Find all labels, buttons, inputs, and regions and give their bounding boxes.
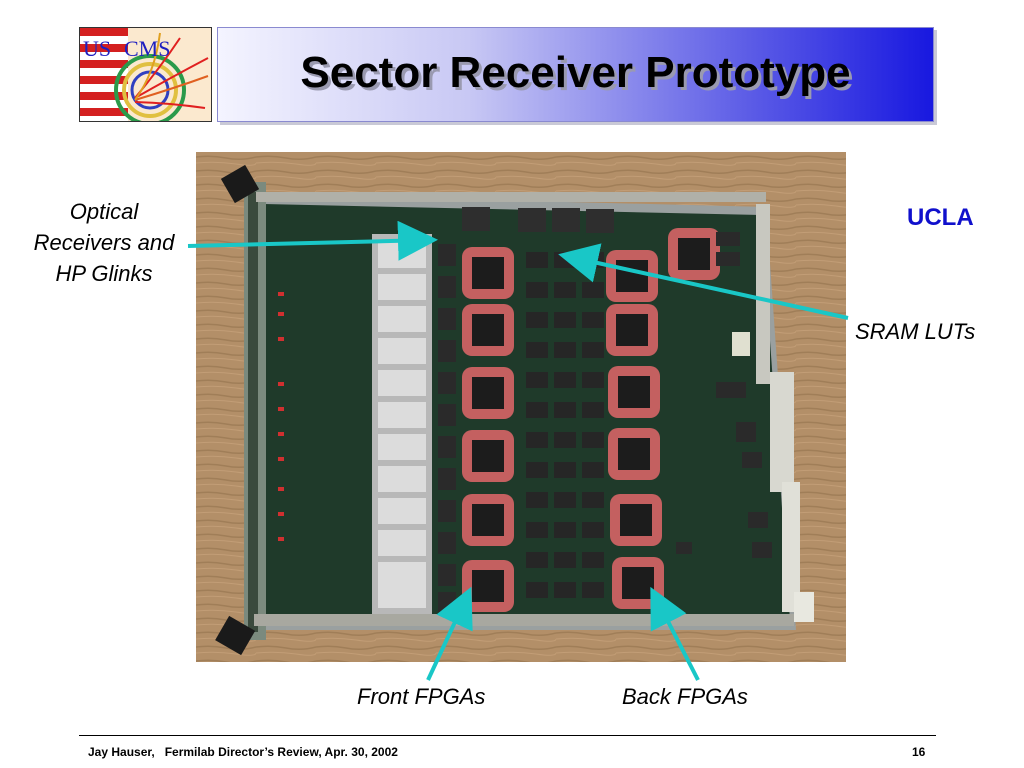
label-optical-line-2: Receivers and (33, 230, 175, 255)
logo-text-cms: CMS (124, 36, 171, 61)
institution-label: UCLA (907, 204, 974, 231)
us-cms-logo-graphic (80, 28, 211, 121)
label-back-fpgas: Back FPGAs (622, 684, 748, 709)
footer-divider (79, 735, 936, 736)
page-number: 16 (912, 745, 926, 759)
board-photo (196, 152, 846, 662)
label-sram-luts: SRAM LUTs (855, 319, 976, 344)
title-bar: Sector Receiver Prototype (217, 27, 934, 122)
footer-text: Jay Hauser, Fermilab Director’s Review, … (88, 745, 398, 759)
label-optical-receivers: Optical Receivers and HP Glinks (10, 196, 198, 289)
front-fpgas (462, 247, 514, 612)
slide-title: Sector Receiver Prototype (300, 48, 851, 97)
label-optical-line-1: Optical (69, 199, 139, 224)
logo-text-us: US (83, 36, 112, 61)
us-cms-logo: US CMS (79, 27, 212, 122)
sram-luts (526, 252, 604, 598)
label-optical-line-3: HP Glinks (55, 261, 153, 286)
board-photo-graphic (196, 152, 846, 662)
label-front-fpgas: Front FPGAs (357, 684, 486, 709)
